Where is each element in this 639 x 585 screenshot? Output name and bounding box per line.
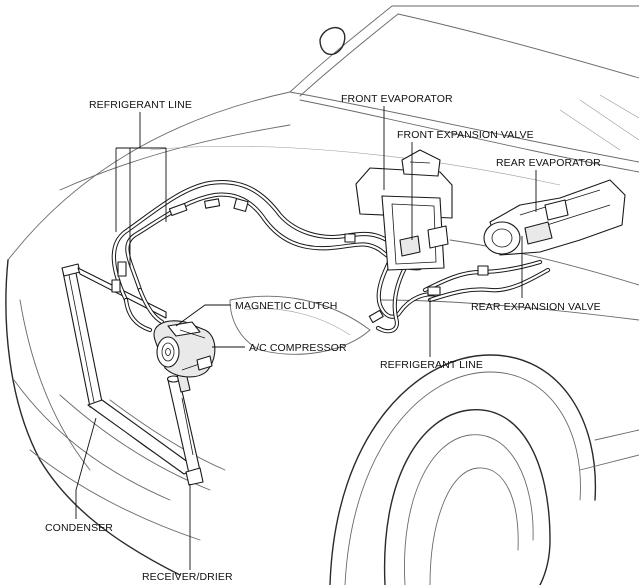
front-evaporator [355, 149, 453, 271]
label-refrigerant-line-top: REFRIGERANT LINE [89, 99, 192, 111]
leader-magnetic-clutch [175, 304, 231, 327]
refrigerant-lines [111, 180, 551, 334]
label-ac-compressor: A/C COMPRESSOR [249, 342, 347, 354]
rear-evaporator [483, 179, 626, 256]
label-rear-expansion-valve: REAR EXPANSION VALVE [471, 301, 601, 313]
label-receiver-drier: RECEIVER/DRIER [142, 571, 233, 583]
label-front-evaporator: FRONT EVAPORATOR [341, 93, 453, 105]
label-condenser: CONDENSER [45, 522, 113, 534]
leader-refrigerant-line-top [115, 112, 167, 268]
label-refrigerant-line-bottom: REFRIGERANT LINE [380, 359, 483, 371]
label-rear-evaporator: REAR EVAPORATOR [496, 157, 601, 169]
receiver-drier [166, 367, 204, 486]
leader-condenser [75, 417, 97, 519]
ac-compressor [153, 320, 216, 378]
callouts: REFRIGERANT LINE FRONT EVAPORATOR FRONT … [45, 93, 601, 583]
car-body-outline [5, 5, 639, 585]
label-magnetic-clutch: MAGNETIC CLUTCH [235, 300, 337, 312]
label-front-expansion-valve: FRONT EXPANSION VALVE [397, 129, 534, 141]
